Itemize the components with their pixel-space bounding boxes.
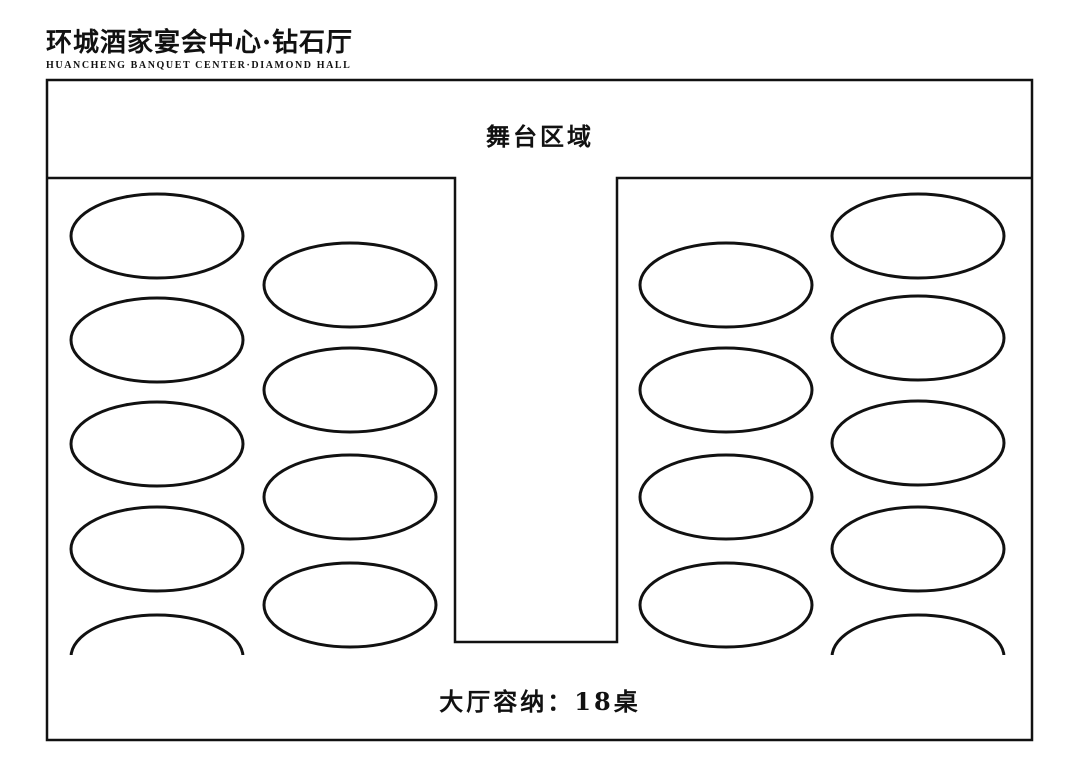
stage-area-label: 舞台区域	[486, 122, 594, 151]
banquet-table-14	[830, 192, 1006, 280]
banquet-table-15	[830, 294, 1006, 382]
banquet-table-4	[69, 505, 245, 593]
banquet-table-3	[69, 400, 245, 488]
capacity-label: 大厅容纳：18桌	[439, 687, 640, 716]
hall-outline	[45, 78, 1034, 742]
banquet-table-9	[262, 561, 438, 649]
banquet-table-17	[830, 505, 1006, 593]
banquet-table-10	[638, 241, 814, 329]
banquet-table-1	[69, 192, 245, 280]
venue-subtitle: HUANCHENG BANQUET CENTER·DIAMOND HALL	[46, 60, 352, 71]
banquet-table-6	[262, 241, 438, 329]
banquet-table-13	[638, 561, 814, 649]
banquet-table-7	[262, 346, 438, 434]
banquet-tables	[69, 192, 1006, 701]
capacity-band	[48, 655, 1031, 739]
stage-and-runway-outline	[47, 176, 1032, 644]
banquet-table-16	[830, 399, 1006, 487]
banquet-table-12	[638, 453, 814, 541]
venue-title: 环城酒家宴会中心·钻石厅	[46, 28, 354, 58]
banquet-table-8	[262, 453, 438, 541]
banquet-table-2	[69, 296, 245, 384]
banquet-table-11	[638, 346, 814, 434]
